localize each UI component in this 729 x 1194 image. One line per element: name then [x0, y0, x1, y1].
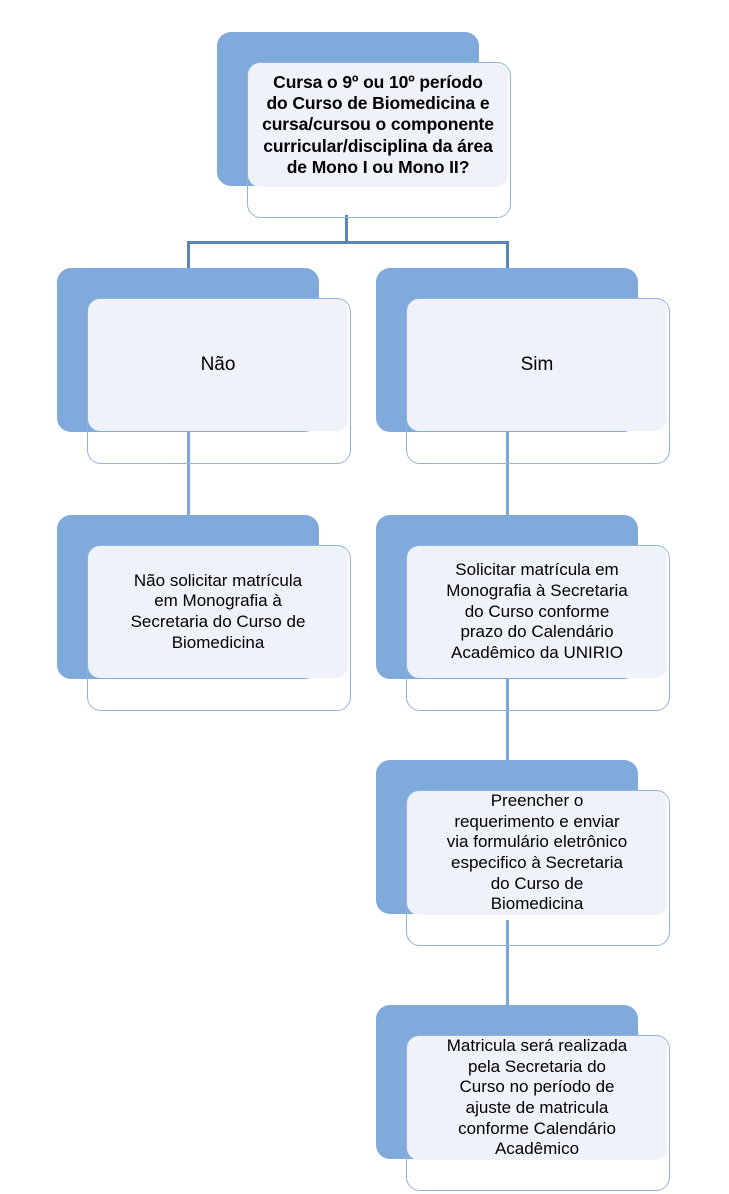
node-branch-sim-outline — [406, 298, 670, 464]
node-fill-form-outline — [406, 790, 670, 946]
node-request-outline — [406, 545, 670, 711]
node-decision-outline — [247, 62, 511, 218]
node-branch-sim-body: Sim — [407, 299, 667, 431]
node-branch-sim[interactable]: Sim — [376, 268, 670, 464]
node-no-request-body: Não solicitar matrícula em Monografia à … — [88, 546, 348, 678]
node-branch-nao-body: Não — [88, 299, 348, 431]
node-enrollment-label: Matricula será realizada pela Secretaria… — [446, 1035, 628, 1159]
node-branch-nao-outline — [87, 298, 351, 464]
connector-to-sim — [506, 241, 509, 269]
node-fill-form[interactable]: Preencher o requerimento e enviar via fo… — [376, 760, 670, 946]
node-no-request-outline — [87, 545, 351, 711]
node-enrollment-body: Matricula será realizada pela Secretaria… — [407, 1036, 667, 1160]
connector-form-to-enrollment — [506, 920, 509, 1006]
node-fill-form-body: Preencher o requerimento e enviar via fo… — [407, 791, 667, 915]
connector-sim-to-request — [506, 430, 509, 516]
node-decision[interactable]: Cursa o 9º ou 10º período do Curso de Bi… — [217, 32, 511, 218]
connector-to-nao — [187, 241, 190, 269]
node-enrollment[interactable]: Matricula será realizada pela Secretaria… — [376, 1005, 670, 1191]
node-no-request-label: Não solicitar matrícula em Monografia à … — [130, 570, 306, 652]
node-decision-label: Cursa o 9º ou 10º período do Curso de Bi… — [262, 71, 494, 178]
node-branch-nao-label: Não — [200, 354, 236, 376]
node-request[interactable]: Solicitar matrícula em Monografia à Secr… — [376, 515, 670, 711]
node-fill-form-label: Preencher o requerimento e enviar via fo… — [446, 790, 628, 914]
node-decision-body: Cursa o 9º ou 10º período do Curso de Bi… — [248, 63, 508, 187]
node-request-body: Solicitar matrícula em Monografia à Secr… — [407, 546, 667, 678]
connector-split-bar — [187, 241, 509, 244]
node-branch-nao[interactable]: Não — [57, 268, 351, 464]
node-enrollment-outline — [406, 1035, 670, 1191]
node-request-label: Solicitar matrícula em Monografia à Secr… — [446, 560, 628, 663]
connector-decision-stem — [345, 215, 348, 243]
connector-request-to-form — [506, 675, 509, 761]
node-no-request[interactable]: Não solicitar matrícula em Monografia à … — [57, 515, 351, 711]
node-branch-sim-label: Sim — [520, 354, 554, 376]
connector-nao-to-no-request — [187, 430, 190, 516]
